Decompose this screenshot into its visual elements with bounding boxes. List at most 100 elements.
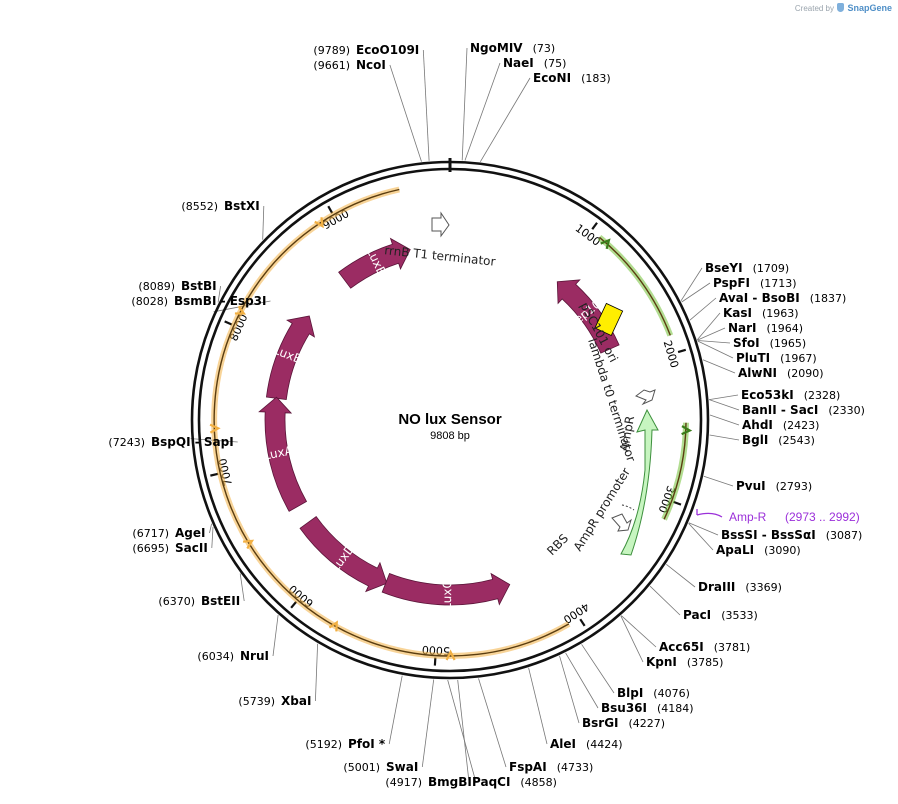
feature-luxC[interactable]: LuxC	[381, 572, 511, 610]
site-position-apali: (3090)	[764, 544, 801, 557]
site-bspqi[interactable]: BspQI - SapI(7243)	[108, 435, 233, 449]
site-fspai[interactable]: FspAI(4733)	[509, 760, 593, 774]
site-ngomiv[interactable]: NgoMIV(73)	[470, 41, 555, 55]
feature-luxA[interactable]: LuxA	[258, 396, 308, 512]
site-position-alei: (4424)	[586, 738, 623, 751]
site-sacii[interactable]: SacII(6695)	[132, 541, 207, 555]
orange-track-chevron-icon	[243, 539, 255, 550]
site-name-pluti: PluTI	[736, 351, 770, 365]
green-track-lower-glow	[661, 422, 689, 521]
plasmid-name: NO lux Sensor	[398, 411, 502, 428]
tick-mark-2000	[677, 348, 687, 354]
site-leader-bsssi	[688, 522, 719, 536]
site-leader-alwni	[702, 359, 736, 374]
amp-r-site[interactable]: Amp-R (2973 .. 2992)	[696, 509, 860, 524]
site-name-sfoi: SfoI	[733, 336, 760, 350]
site-pspfi[interactable]: PspFI(1713)	[713, 276, 797, 290]
site-leader-acc65i	[621, 615, 657, 648]
site-kasi[interactable]: KasI(1963)	[723, 306, 799, 320]
feature-luxB[interactable]: LuxB	[265, 315, 316, 400]
site-bsrgi[interactable]: BsrGI(4227)	[582, 716, 665, 730]
site-xbai[interactable]: XbaI(5739)	[238, 694, 311, 708]
site-naei[interactable]: NaeI(75)	[503, 56, 566, 70]
site-bstxi[interactable]: BstXI(8552)	[181, 199, 259, 213]
site-position-ngomiv: (73)	[533, 42, 556, 55]
site-agei[interactable]: AgeI(6717)	[132, 526, 205, 540]
site-paqci[interactable]: PaqCI(4858)	[472, 775, 557, 789]
site-alwni[interactable]: AlwNI(2090)	[738, 366, 824, 380]
site-bmgbi[interactable]: BmgBI(4917)	[385, 775, 471, 789]
site-apali[interactable]: ApaLI(3090)	[716, 543, 801, 557]
site-leader-swai	[421, 679, 435, 768]
site-banii[interactable]: BanII - SacI(2330)	[742, 403, 865, 417]
site-econi[interactable]: EcoNI(183)	[533, 71, 611, 85]
site-eco53ki[interactable]: Eco53kI(2328)	[741, 388, 840, 402]
site-name-bsrgi: BsrGI	[582, 716, 619, 730]
site-avai[interactable]: AvaI - BsoBI(1837)	[719, 291, 846, 305]
ampr-feature[interactable]: AmpR	[617, 408, 659, 556]
site-draiii[interactable]: DraIII(3369)	[698, 580, 782, 594]
site-leader-pvui	[703, 475, 734, 487]
site-ncoi[interactable]: NcoI(9661)	[313, 58, 385, 72]
feature-luxD[interactable]: LuxD	[299, 516, 388, 593]
site-position-bsteii: (6370)	[158, 595, 195, 608]
site-bstbi[interactable]: BstBI(8089)	[138, 279, 216, 293]
site-bsmbi[interactable]: BsmBI - Esp3I(8028)	[131, 294, 266, 308]
green-track-chevron-icon	[681, 425, 693, 436]
site-swai[interactable]: SwaI(5001)	[343, 760, 418, 774]
site-position-paci: (3533)	[721, 609, 758, 622]
site-name-swai: SwaI	[386, 760, 418, 774]
site-bsteyi[interactable]: BseYI(1709)	[705, 261, 789, 275]
site-leader-ahdi	[709, 414, 740, 426]
rbs-feature[interactable]: RBS	[544, 531, 571, 558]
site-name-bsu36i: Bsu36I	[601, 701, 647, 715]
feature-arrow-luxD	[299, 516, 388, 593]
site-acc65i[interactable]: Acc65I(3781)	[659, 640, 750, 654]
site-name-sacii: SacII	[175, 541, 208, 555]
feature-luxE[interactable]: LuxE	[338, 237, 411, 289]
ampr-promoter-feature[interactable]: AmpR promoter	[571, 465, 633, 553]
site-ecoo109i[interactable]: EcoO109I(9789)	[313, 43, 419, 57]
site-name-ncoi: NcoI	[356, 58, 386, 72]
site-bsu36i[interactable]: Bsu36I (4184)	[601, 701, 694, 715]
site-kpni[interactable]: KpnI(3785)	[646, 655, 723, 669]
ampr-promoter-label: AmpR promoter	[571, 465, 633, 553]
site-position-paqci: (4858)	[520, 776, 557, 789]
site-nrui[interactable]: NruI(6034)	[197, 649, 269, 663]
brand-name: SnapGene	[847, 3, 892, 13]
site-position-bgli: (2543)	[778, 434, 815, 447]
site-lines-layer	[190, 47, 740, 783]
site-paci[interactable]: PacI(3533)	[683, 608, 758, 622]
site-bsssi[interactable]: BssSI - BssSαI(3087)	[721, 528, 862, 542]
site-nari[interactable]: NarI(1964)	[728, 321, 803, 335]
site-name-ecoo109i: EcoO109I	[356, 43, 419, 57]
site-name-pspfi: PspFI	[713, 276, 750, 290]
site-sfoi[interactable]: SfoI(1965)	[733, 336, 806, 350]
tick-label-2000: 2000	[661, 339, 681, 370]
created-by-text: Created by	[794, 4, 835, 13]
site-blpi[interactable]: BlpI(4076)	[617, 686, 690, 700]
plasmid-size: 9808 bp	[430, 430, 470, 442]
site-pluti[interactable]: PluTI(1967)	[736, 351, 817, 365]
site-name-alwni: AlwNI	[738, 366, 777, 380]
orange-track-chevron-icon	[209, 423, 221, 434]
site-name-bsmbi: BsmBI - Esp3I	[174, 294, 266, 308]
site-position-nari: (1964)	[767, 322, 804, 335]
site-bgli[interactable]: BglI (2543)	[742, 433, 815, 447]
orange-track	[213, 188, 570, 657]
site-position-xbai: (5739)	[238, 695, 275, 708]
green-track-lower	[663, 422, 687, 520]
site-alei[interactable]: AleI(4424)	[550, 737, 623, 751]
site-position-bsu36i: (4184)	[657, 702, 694, 715]
site-pvui[interactable]: PvuI(2793)	[736, 479, 812, 493]
site-leader-pluti	[697, 340, 734, 359]
site-name-bgli: BglI	[742, 433, 768, 447]
site-pfoi[interactable]: PfoI *(5192)	[305, 737, 385, 751]
site-name-avai: AvaI - BsoBI	[719, 291, 800, 305]
site-name-bstxi: BstXI	[224, 199, 260, 213]
tick-label-4000: 4000	[561, 600, 592, 626]
site-ahdi[interactable]: AhdI(2423)	[742, 418, 819, 432]
site-bsteii[interactable]: BstEII(6370)	[158, 594, 240, 608]
